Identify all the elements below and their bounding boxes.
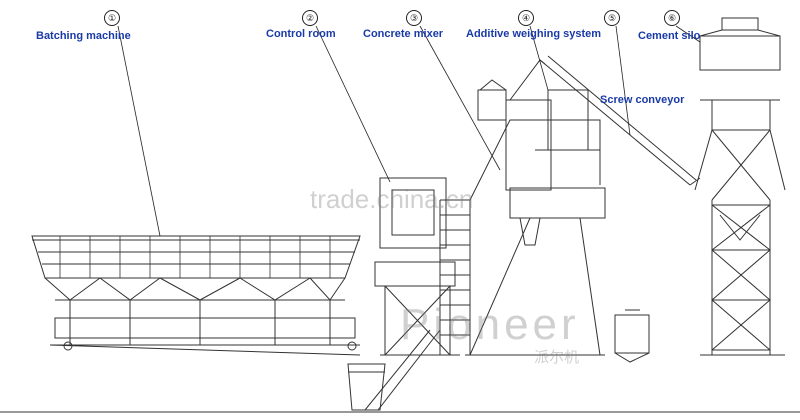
- leader-5: [615, 25, 631, 136]
- batching-machine: [31, 235, 361, 356]
- label-cement-silo: Cement silo: [638, 30, 701, 42]
- skip-hopper: [347, 363, 386, 411]
- callout-1: ①: [104, 10, 120, 26]
- stair-structure: [364, 199, 471, 411]
- callout-5: ⑤: [604, 10, 620, 26]
- label-control-room: Control room: [266, 28, 336, 40]
- label-additive-weighing: Additive weighing system: [466, 28, 602, 40]
- callout-3: ③: [406, 10, 422, 26]
- leader-1: [117, 25, 161, 237]
- leader-2: [315, 25, 391, 183]
- leader-4: [529, 25, 549, 91]
- watermark-brand-cn: 派尔机: [534, 349, 580, 366]
- leader-3: [419, 25, 501, 171]
- label-batching-machine: Batching machine: [36, 30, 131, 42]
- label-screw-conveyor: Screw conveyor: [600, 94, 685, 106]
- watermark-brand: Pioneer: [400, 300, 580, 349]
- cement-silo: [694, 17, 786, 356]
- additive-tank: [614, 309, 650, 363]
- callout-6: ⑥: [664, 10, 680, 26]
- callout-2: ②: [302, 10, 318, 26]
- leader-6: [675, 25, 701, 43]
- watermark-site: trade.china.cn: [310, 184, 474, 214]
- callout-4: ④: [518, 10, 534, 26]
- label-concrete-mixer: Concrete mixer: [363, 28, 444, 40]
